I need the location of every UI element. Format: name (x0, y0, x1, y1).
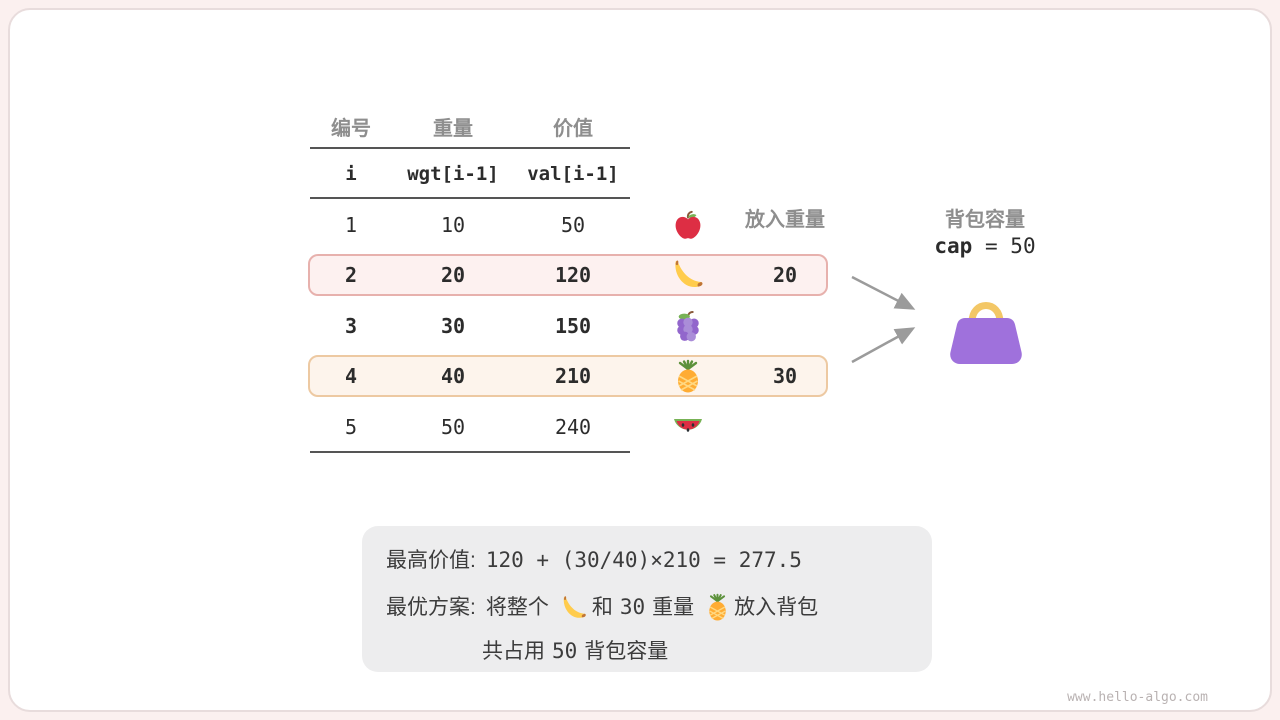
watermelon-icon (634, 402, 742, 452)
grapes-icon (677, 310, 699, 342)
table-header-code: i wgt[i-1] val[i-1] (308, 151, 828, 197)
summary-best-plan-line: 最优方案: 将整个 和 30 重量 放入背包 (386, 593, 908, 629)
cap-value: 50 (1010, 234, 1036, 258)
max-value-expression: 120 + (30/40)×210 = 277.5 (485, 548, 802, 572)
cap-variable: cap (934, 234, 973, 258)
table-row: 3 30 150 (308, 301, 828, 351)
watermelon-icon (674, 419, 702, 432)
cell-id: 1 (344, 213, 358, 237)
pineapple-icon (706, 593, 729, 629)
apple-icon (675, 210, 701, 239)
cell-value: 120 (554, 263, 592, 287)
pineapple-icon (634, 351, 742, 401)
knapsack-capacity-label: 背包容量 (945, 209, 1025, 231)
banana-icon (675, 260, 703, 288)
best-plan-label: 最优方案: (386, 596, 476, 619)
watermark: www.hello-algo.com (1067, 690, 1208, 705)
knapsack-capacity-equation: cap = 50 (915, 234, 1055, 258)
cell-id: 4 (344, 364, 358, 388)
plan-text: 将整个 (485, 596, 549, 619)
col-header-val: val[i-1] (527, 163, 619, 185)
arrow-lower (851, 327, 916, 364)
arrow-upper (851, 275, 916, 310)
cell-weight: 40 (440, 364, 466, 388)
cap-operator: = (984, 234, 998, 258)
cell-value: 150 (554, 314, 592, 338)
table-row-selected: 2 20 120 20 (308, 250, 828, 300)
table-row: 1 10 50 (308, 200, 828, 250)
cell-put-weight (742, 301, 828, 351)
cell-weight: 30 (440, 314, 466, 338)
cell-id: 2 (344, 263, 358, 287)
pineapple-icon (678, 359, 698, 393)
table-row: 5 50 240 (308, 402, 828, 452)
grapes-icon (634, 301, 742, 351)
banana-icon (634, 250, 742, 300)
cell-value: 240 (554, 415, 592, 439)
cell-id: 3 (344, 314, 358, 338)
table-header-cn: 编号 重量 价值 (308, 105, 828, 147)
summary-max-value-line: 最高价值: 120 + (30/40)×210 = 277.5 (386, 546, 908, 575)
max-value-label: 最高价值: (386, 549, 476, 572)
cell-weight: 20 (440, 263, 466, 287)
cell-id: 5 (344, 415, 358, 439)
col-header-fruit-spacer (634, 105, 742, 147)
table-rule-mid (310, 197, 630, 199)
cell-value: 210 (554, 364, 592, 388)
cell-weight: 50 (440, 415, 466, 439)
plan-text: 重量 (652, 596, 695, 619)
col-header-weight: 重量 (433, 117, 473, 140)
diagram-card: 编号 重量 价值 i wgt[i-1] val[i-1] 1 10 50 (8, 8, 1272, 712)
plan-text: 和 (591, 596, 613, 619)
col-header-value: 价值 (553, 117, 593, 140)
put-weight-header: 放入重量 (745, 209, 825, 231)
banana-icon (561, 595, 587, 629)
cell-put-weight (742, 402, 828, 452)
plan-weight-number: 30 (619, 595, 646, 619)
apple-icon (634, 200, 742, 250)
summary-capacity-usage-line: 共占用 50 背包容量 (482, 637, 908, 666)
usage-number: 50 (552, 639, 578, 663)
cell-put-weight: 20 (772, 263, 798, 287)
table-row-selected: 4 40 210 30 (308, 351, 828, 401)
summary-box: 最高价值: 120 + (30/40)×210 = 277.5 最优方案: 将整个 和… (362, 526, 932, 672)
usage-text: 背包容量 (584, 640, 669, 663)
table-rule-top (310, 147, 630, 149)
plan-text: 放入背包 (734, 596, 819, 619)
usage-text: 共占用 (482, 640, 545, 663)
cell-put-weight: 30 (772, 364, 798, 388)
handbag-icon (943, 292, 1029, 373)
cell-put-weight (742, 200, 828, 250)
col-header-put-spacer (742, 105, 828, 147)
arrows-to-bag (851, 275, 916, 364)
col-header-id: 编号 (331, 117, 371, 140)
table-rule-bottom (310, 451, 630, 453)
cell-value: 50 (560, 213, 586, 237)
col-header-wgt: wgt[i-1] (407, 163, 499, 185)
cell-weight: 10 (440, 213, 466, 237)
col-header-i: i (345, 163, 357, 185)
